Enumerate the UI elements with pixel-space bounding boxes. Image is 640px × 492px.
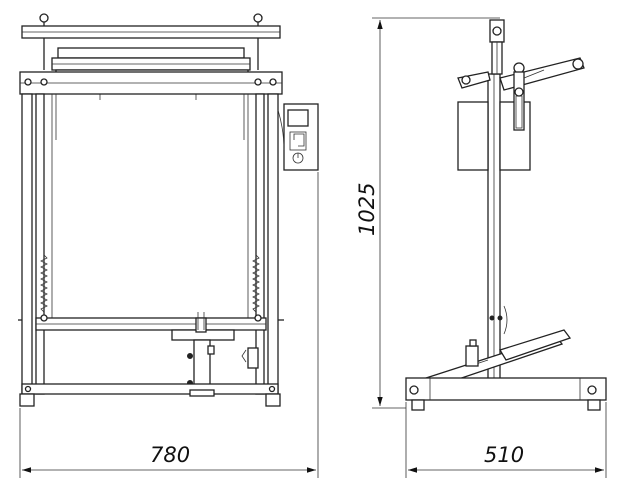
side-view xyxy=(405,19,607,411)
dimension-front-width: 780 xyxy=(19,172,319,478)
dimension-label-1025: 1025 xyxy=(355,183,379,236)
dimension-height: 1025 xyxy=(355,17,500,409)
dimension-side-width: 510 xyxy=(405,402,607,478)
dimension-label-780: 780 xyxy=(150,443,190,467)
front-view xyxy=(18,13,319,407)
dimension-label-510: 510 xyxy=(484,443,524,467)
